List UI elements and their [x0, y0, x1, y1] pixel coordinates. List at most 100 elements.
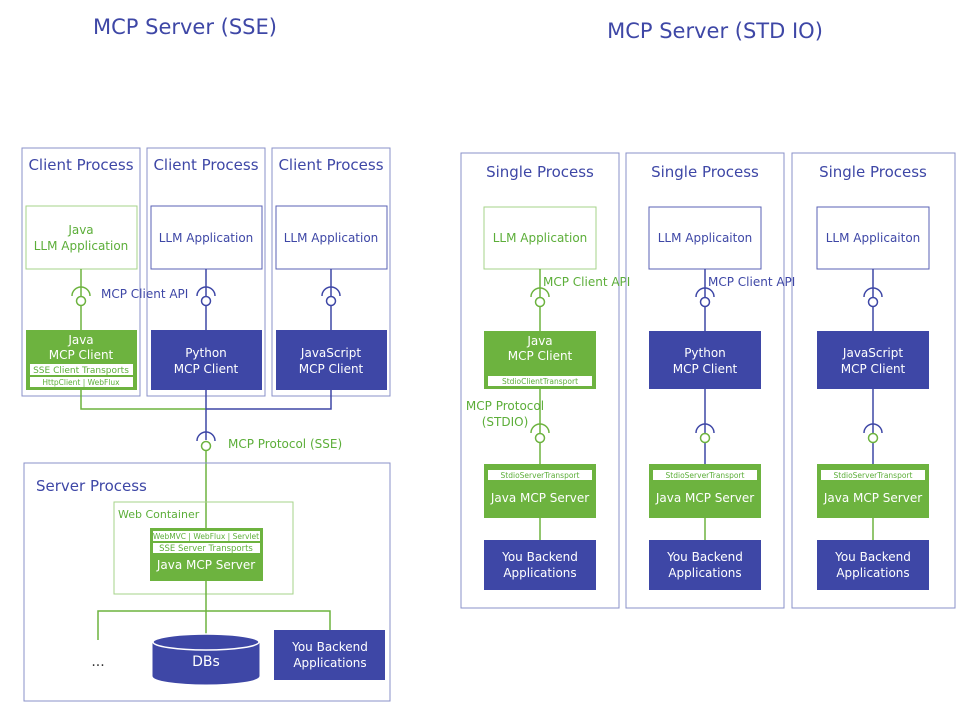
socket-icon	[321, 286, 341, 297]
socket-icon	[71, 286, 91, 297]
stdio-python-client-line-1: Python	[684, 346, 726, 360]
stdio-python-mcp-client-box	[649, 331, 761, 389]
socket-icon	[863, 287, 883, 298]
sse-client-api-label: MCP Client API	[101, 287, 188, 301]
sse-title: MCP Server (SSE)	[93, 15, 277, 39]
stdio-protocol-line-1: MCP Protocol	[466, 399, 544, 413]
stdio-java-client-line-2: MCP Client	[508, 349, 573, 363]
stdio-llm-app-label-1: LLM Application	[493, 231, 588, 245]
stdio-backend-3-line-1: You Backend	[834, 550, 911, 564]
socket-icon	[196, 286, 216, 297]
python-client-line-2: MCP Client	[174, 362, 239, 376]
stdio-client-transport-label: StdioClientTransport	[502, 377, 578, 386]
llm-application-box-2	[150, 205, 263, 270]
stdio-client-api-label-2: MCP Client API	[708, 275, 795, 289]
ball-icon	[200, 440, 212, 452]
llm-app-label-2: LLM Application	[159, 231, 254, 245]
ball-icon	[867, 296, 879, 308]
client-process-label-2: Client Process	[153, 156, 258, 174]
sse-client-transport-sub-box	[30, 377, 133, 387]
ball-icon	[75, 295, 87, 307]
stdio-client-transport-box	[488, 376, 592, 386]
web-container-box	[113, 501, 294, 595]
ball-icon	[325, 295, 337, 307]
stdio-server-name-1: Java MCP Server	[490, 491, 589, 505]
single-process-box-2	[625, 152, 785, 609]
sse-client-transport-sub: HttpClient | WebFlux	[42, 378, 120, 387]
ball-icon	[867, 432, 879, 444]
stdio-llm-app-label-3: LLM Applicaiton	[826, 231, 921, 245]
java-client-line-1: Java	[67, 333, 93, 347]
server-options-box	[153, 531, 260, 541]
socket-icon	[863, 423, 883, 434]
sse-server-name: Java MCP Server	[156, 558, 255, 572]
sse-backend-line-2: Applications	[293, 656, 366, 670]
javascript-mcp-client-box	[276, 330, 387, 390]
stdio-java-client-line-1: Java	[526, 334, 552, 348]
sse-backend-line-1: You Backend	[291, 640, 368, 654]
java-client-line-2: MCP Client	[49, 348, 114, 362]
java-llm-application-box	[25, 205, 138, 270]
python-mcp-client-box	[151, 330, 262, 390]
stdio-js-client-line-1: JavaScript	[842, 346, 903, 360]
stdio-server-transport-label-1: StdioServerTransport	[501, 471, 580, 480]
ball-icon	[699, 296, 711, 308]
single-process-label-1: Single Process	[486, 163, 594, 181]
js-client-line-2: MCP Client	[299, 362, 364, 376]
database-top	[152, 633, 260, 651]
socket-icon	[695, 287, 715, 298]
stdio-llm-application-box-2	[648, 206, 762, 270]
socket-icon	[530, 423, 550, 434]
stdio-backend-box-1	[484, 540, 596, 590]
stdio-llm-application-box-3	[816, 206, 930, 270]
js-client-line-1: JavaScript	[300, 346, 361, 360]
sse-client-transport-box	[30, 364, 133, 375]
ball-icon	[534, 296, 546, 308]
python-client-line-1: Python	[185, 346, 227, 360]
single-process-label-3: Single Process	[819, 163, 927, 181]
stdio-backend-box-3	[817, 540, 929, 590]
server-process-box	[23, 462, 391, 702]
stdio-llm-application-box-1	[483, 206, 597, 270]
llm-app-label-3: LLM Application	[284, 231, 379, 245]
stdio-title: MCP Server (STD IO)	[607, 19, 823, 43]
db-label: DBs	[192, 654, 220, 670]
client-process-label-3: Client Process	[278, 156, 383, 174]
sse-backend-box	[274, 630, 385, 680]
stdio-backend-box-2	[649, 540, 761, 590]
server-transport-box	[153, 543, 260, 553]
server-transport-label: SSE Server Transports	[159, 544, 253, 554]
server-process-label: Server Process	[36, 477, 147, 495]
sse-protocol-label: MCP Protocol (SSE)	[228, 437, 342, 451]
stdio-server-name-2: Java MCP Server	[655, 491, 754, 505]
stdio-server-transport-box-1	[488, 470, 592, 480]
client-process-label-1: Client Process	[28, 156, 133, 174]
socket-icon	[695, 423, 715, 434]
ball-icon	[200, 295, 212, 307]
java-llm-app-line-1: Java	[67, 223, 93, 237]
database-icon	[152, 642, 260, 685]
ball-icon	[699, 432, 711, 444]
stdio-backend-1-line-1: You Backend	[501, 550, 578, 564]
stdio-llm-app-label-2: LLM Applicaiton	[658, 231, 753, 245]
stdio-backend-2-line-1: You Backend	[666, 550, 743, 564]
stdio-server-transport-label-2: StdioServerTransport	[666, 471, 745, 480]
stdio-js-client-line-2: MCP Client	[841, 362, 906, 376]
single-process-box-3	[791, 152, 956, 609]
sse-client-transport-label: SSE Client Transports	[33, 366, 129, 376]
stdio-server-name-3: Java MCP Server	[823, 491, 922, 505]
single-process-label-2: Single Process	[651, 163, 759, 181]
more-backends-ellipsis: ...	[91, 654, 104, 670]
single-process-box-1	[460, 152, 620, 609]
java-llm-app-line-2: LLM Application	[34, 239, 129, 253]
stdio-protocol-line-2: (STDIO)	[482, 415, 529, 429]
stdio-javascript-mcp-client-box	[817, 331, 929, 389]
web-container-label: Web Container	[118, 508, 200, 521]
socket-icon	[530, 287, 550, 298]
stdio-server-transport-label-3: StdioServerTransport	[834, 471, 913, 480]
socket-icon	[196, 431, 216, 442]
stdio-backend-2-line-2: Applications	[668, 566, 741, 580]
server-options-label: WebMVC | WebFlux | Servlet	[153, 532, 259, 541]
stdio-server-transport-box-3	[821, 470, 925, 480]
